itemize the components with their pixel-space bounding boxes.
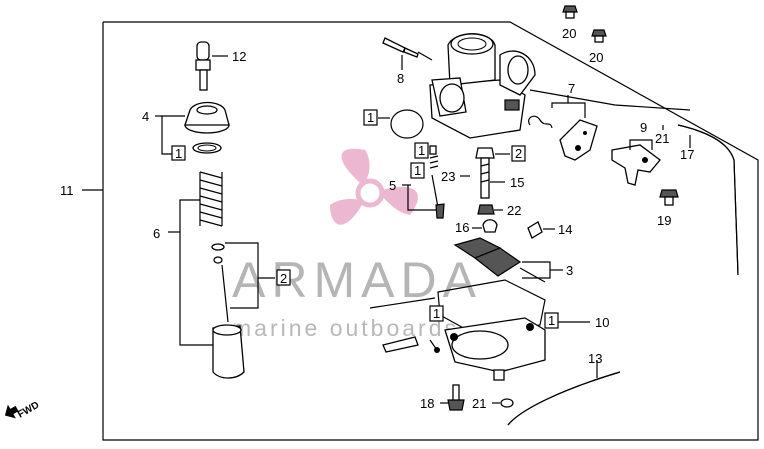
- callout-20a: 20: [562, 26, 576, 41]
- callout-1a: 1: [175, 146, 182, 161]
- callout-18: 18: [420, 396, 434, 411]
- callout-9: 9: [640, 120, 647, 135]
- callout-1b: 1: [367, 110, 374, 125]
- callout-box-1e: [544, 312, 559, 329]
- callout-21a: 21: [655, 131, 669, 146]
- part-22-main-jet: [477, 204, 495, 215]
- callout-14: 14: [558, 222, 572, 237]
- part-6-spring: [199, 171, 245, 379]
- part-19-screw: [659, 189, 679, 206]
- part-10-float-bowl: [437, 279, 546, 381]
- callout-16: 16: [455, 220, 469, 235]
- callout-box-1c: [414, 142, 429, 159]
- callout-11: 11: [60, 183, 74, 198]
- callout-2a: 2: [280, 271, 287, 286]
- part-16-slow-jet: [482, 219, 498, 233]
- callout-1f: 1: [433, 306, 440, 321]
- callout-box-1b: [363, 109, 378, 126]
- callout-23: 23: [441, 169, 455, 184]
- callout-6: 6: [153, 226, 160, 241]
- part-3-float: [453, 237, 546, 283]
- watermark-brand: ARMADA: [232, 252, 482, 308]
- part-18-screw: [447, 384, 465, 411]
- callout-22: 22: [507, 203, 521, 218]
- callout-box-1d: [410, 162, 425, 179]
- fwd-arrow: FWD: [4, 400, 41, 421]
- watermark-tagline: marine outboards: [232, 315, 459, 341]
- callout-20b: 20: [589, 50, 603, 65]
- part-20-screws: [562, 5, 607, 43]
- part-9-choke-lever: [611, 144, 661, 186]
- callout-10: 10: [595, 315, 609, 330]
- part-15-needle-jet-holder: [475, 147, 495, 199]
- part-21-clip: [500, 398, 514, 408]
- part-13-drain-tube: [507, 371, 621, 426]
- callout-1e: 1: [548, 313, 555, 328]
- callout-3: 3: [566, 263, 573, 278]
- fwd-label: FWD: [16, 400, 41, 421]
- part-4-top-cap: [184, 101, 230, 154]
- part-5-jet-needle: [429, 145, 445, 219]
- part-carb-body: [429, 33, 536, 139]
- callout-13: 13: [588, 351, 602, 366]
- part-8-pilot-screw: [382, 37, 433, 61]
- callout-5: 5: [389, 178, 396, 193]
- callout-21b: 21: [472, 396, 486, 411]
- part-14-clip: [527, 221, 543, 239]
- callout-19: 19: [657, 213, 671, 228]
- part-12-screw: [195, 41, 211, 91]
- part-o-ring: [390, 109, 424, 139]
- callout-box-2b: [511, 145, 526, 162]
- part-7-throttle-link: [528, 115, 598, 161]
- watermark-logo: [330, 148, 418, 225]
- callout-box-1a: [171, 145, 186, 161]
- callout-2b: 2: [515, 146, 522, 161]
- callout-17: 17: [680, 147, 694, 162]
- callout-12: 12: [232, 49, 246, 64]
- callout-4: 4: [142, 109, 149, 124]
- assembly-frame: [102, 21, 759, 441]
- callout-7: 7: [568, 81, 575, 96]
- callout-box-2a: [276, 269, 291, 286]
- callout-8: 8: [397, 71, 404, 86]
- callout-15: 15: [510, 175, 524, 190]
- callout-1d: 1: [414, 163, 421, 178]
- part-drain-screw: [382, 336, 440, 353]
- callout-box-1f: [429, 305, 444, 322]
- callout-1c: 1: [418, 143, 425, 158]
- part-17-vent-tube: [677, 124, 739, 276]
